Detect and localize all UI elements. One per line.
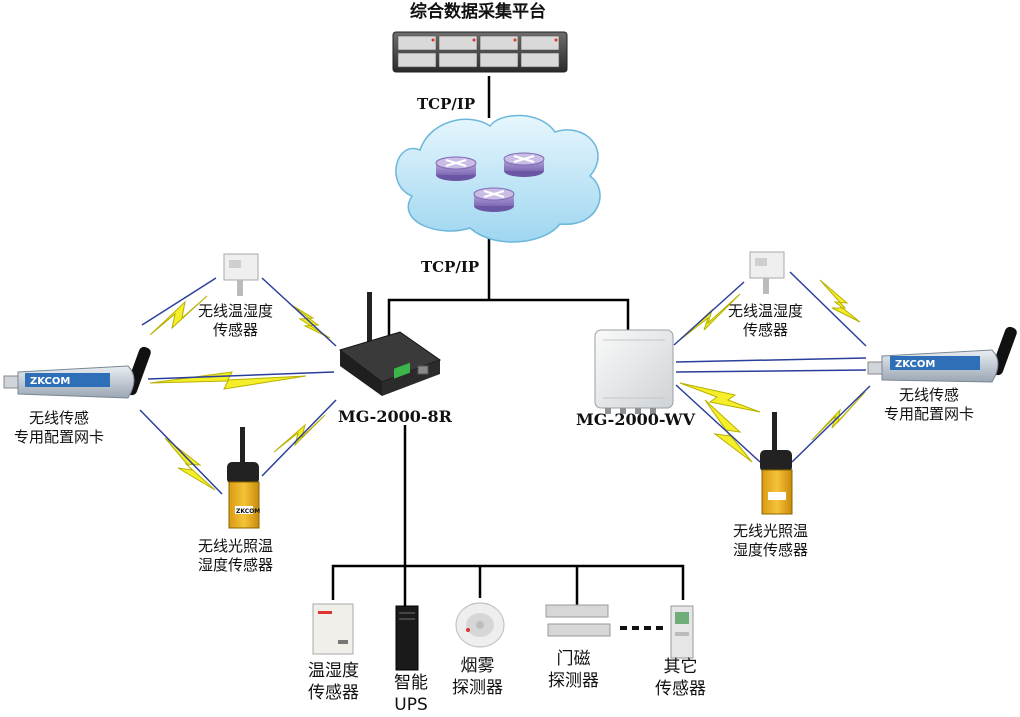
left-light-sensor-label: 无线光照温 湿度传感器 [198, 537, 273, 575]
wireless-link-icon [149, 295, 208, 336]
door-magnet-icon [545, 604, 611, 637]
tcpip-top-label: TCP/IP [417, 95, 476, 113]
wireless-link-icon [679, 382, 761, 413]
label-line: 专用配置网卡 [884, 405, 975, 423]
bottom-device-label: 其它 传感器 [655, 656, 706, 700]
bus-gateways [387, 298, 630, 350]
bottom-bus [331, 564, 685, 600]
wireless-link-icon [289, 303, 331, 339]
label-line: 传感器 [308, 683, 359, 703]
bottom-device-label: 门磁 探测器 [548, 648, 599, 692]
label-line: 无线光照温 [198, 537, 274, 555]
wireless-link-icon [819, 279, 861, 323]
server-icon [392, 31, 568, 73]
wireless-links [139, 271, 871, 495]
label-line: 湿度传感器 [733, 541, 809, 559]
router-icon [503, 152, 545, 177]
label-line: 传感器 [213, 321, 259, 339]
label-line: 探测器 [452, 678, 503, 698]
bottom-device-label: 烟雾 探测器 [452, 655, 503, 699]
left-config-card-label: 无线传感 专用配置网卡 [14, 409, 104, 447]
label-line: 湿度传感器 [198, 556, 274, 574]
label-line: UPS [394, 695, 428, 715]
usb-config-card-icon: ZKCOM [3, 346, 151, 399]
wireless-link-icon [164, 437, 216, 491]
wireless-link-icon [704, 399, 753, 463]
label-line: 其它 [663, 657, 698, 677]
label-line: 无线传感 [29, 409, 90, 427]
right-temp-humidity-label: 无线温湿度 传感器 [728, 302, 803, 340]
label-line: 探测器 [548, 671, 599, 691]
temp-humidity-sensor-icon [312, 603, 354, 655]
wireless-temp-humidity-sensor-icon [749, 251, 785, 294]
usb-config-card-icon: ZKCOM [867, 326, 1017, 383]
smart-ups-icon [395, 605, 419, 671]
platform-label: 综合数据采集平台 [410, 2, 546, 22]
label-line: 传感器 [655, 679, 706, 699]
label-line: 烟雾 [460, 656, 495, 676]
gateway-wv-icon [594, 329, 674, 414]
bottom-device-label: 温湿度 传感器 [308, 660, 359, 704]
router-icon [473, 187, 515, 212]
tcpip-mid-label: TCP/IP [421, 258, 480, 276]
gateway-8r-icon [338, 292, 442, 396]
label-line: 温湿度 [308, 661, 359, 681]
usb-brand-text: ZKCOM [30, 376, 70, 387]
router-icon [435, 156, 477, 181]
ellipsis-dots [620, 626, 663, 630]
other-sensor-cabinet-icon [670, 605, 694, 659]
right-light-sensor-label: 无线光照温 湿度传感器 [733, 522, 808, 560]
label-line: 门磁 [556, 649, 591, 669]
left-temp-humidity-label: 无线温湿度 传感器 [198, 302, 273, 340]
label-line: 无线温湿度 [198, 302, 274, 320]
wireless-light-sensor-icon: ZKCOM [227, 427, 260, 529]
gateway-wv-label: MG-2000-WV [576, 410, 695, 429]
wireless-link-icon [273, 414, 326, 453]
light-sensor-brand-text: ZKCOM [236, 508, 260, 515]
smoke-detector-icon [455, 602, 505, 648]
label-line: 智能 [394, 673, 428, 693]
gateway-8r-label: MG-2000-8R [338, 407, 452, 426]
label-line: 专用配置网卡 [14, 428, 105, 446]
label-line: 无线温湿度 [728, 302, 804, 320]
wireless-light-sensor-icon [760, 412, 793, 515]
wireless-temp-humidity-sensor-icon [223, 253, 259, 296]
label-line: 传感器 [743, 321, 789, 339]
cloud-icon [395, 114, 601, 243]
wiring [331, 76, 685, 606]
bottom-device-label: 智能 UPS [394, 672, 428, 716]
usb-brand-text: ZKCOM [895, 359, 935, 370]
label-line: 无线光照温 [733, 522, 809, 540]
label-line: 无线传感 [899, 386, 960, 404]
wireless-link-icon [149, 371, 307, 390]
right-config-card-label: 无线传感 专用配置网卡 [884, 386, 974, 424]
